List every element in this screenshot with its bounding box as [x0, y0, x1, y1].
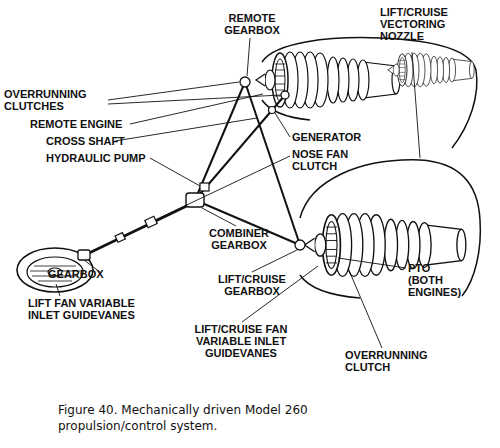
part-label: LIFT/CRUISE FAN VARIABLE INLET GUIDEVANE…	[178, 323, 304, 359]
leader-line	[275, 113, 290, 137]
nacelle-outline	[300, 160, 480, 296]
part-label: CROSS SHAFT	[46, 135, 156, 147]
part-label: LIFT/CRUISE GEARBOX	[206, 273, 298, 297]
part-label: NOSE FAN CLUTCH	[292, 148, 368, 172]
leader-line	[108, 95, 281, 104]
remote-engine	[256, 52, 400, 108]
pto-gear	[281, 91, 289, 99]
leader-line	[150, 158, 200, 186]
lift-cruise-gearbox	[295, 240, 305, 250]
part-label: OVERRUNNING CLUTCHES	[4, 88, 106, 112]
leader-line	[56, 284, 60, 296]
part-label: LIFT/CRUISE VECTORING NOZZLE	[380, 6, 472, 42]
leader-line	[252, 250, 297, 272]
nose-fan-shaft	[85, 202, 195, 255]
leader-line	[130, 94, 263, 124]
lift-fan-gearbox	[78, 250, 90, 260]
nose-fan-clutch	[145, 216, 157, 227]
leader-line	[115, 118, 257, 141]
generator	[269, 107, 276, 114]
drive-shaft	[195, 95, 285, 200]
part-label: PTO (BOTH ENGINES)	[408, 262, 464, 298]
part-label: COMBINER GEARBOX	[198, 227, 280, 251]
part-label: REMOTE ENGINE	[30, 118, 160, 130]
lift-cruise-engine	[305, 214, 466, 277]
part-label: HYDRAULIC PUMP	[46, 152, 176, 164]
leader-line	[247, 38, 250, 76]
part-label: LIFT FAN VARIABLE INLET GUIDEVANES	[28, 297, 138, 321]
part-label: GEARBOX	[48, 268, 128, 280]
remote-engine-rear	[388, 53, 474, 87]
leader-line	[155, 156, 290, 220]
remote-gearbox	[240, 77, 250, 87]
leader-line	[108, 82, 239, 100]
leader-line	[412, 52, 420, 158]
shaft-coupling	[115, 233, 125, 243]
combiner-gearbox	[186, 193, 204, 207]
part-label: OVERRUNNING CLUTCH	[345, 349, 449, 373]
leader-line	[338, 258, 406, 268]
part-label: REMOTE GEARBOX	[212, 12, 292, 36]
cross-shaft	[245, 82, 300, 245]
part-label: GENERATOR	[292, 131, 382, 143]
figure-caption: Figure 40. Mechanically driven Model 260…	[58, 402, 368, 434]
hydraulic-pump	[200, 183, 209, 191]
leader-line	[348, 268, 382, 348]
nacelle-outline	[300, 275, 360, 298]
leader-line	[202, 208, 236, 226]
